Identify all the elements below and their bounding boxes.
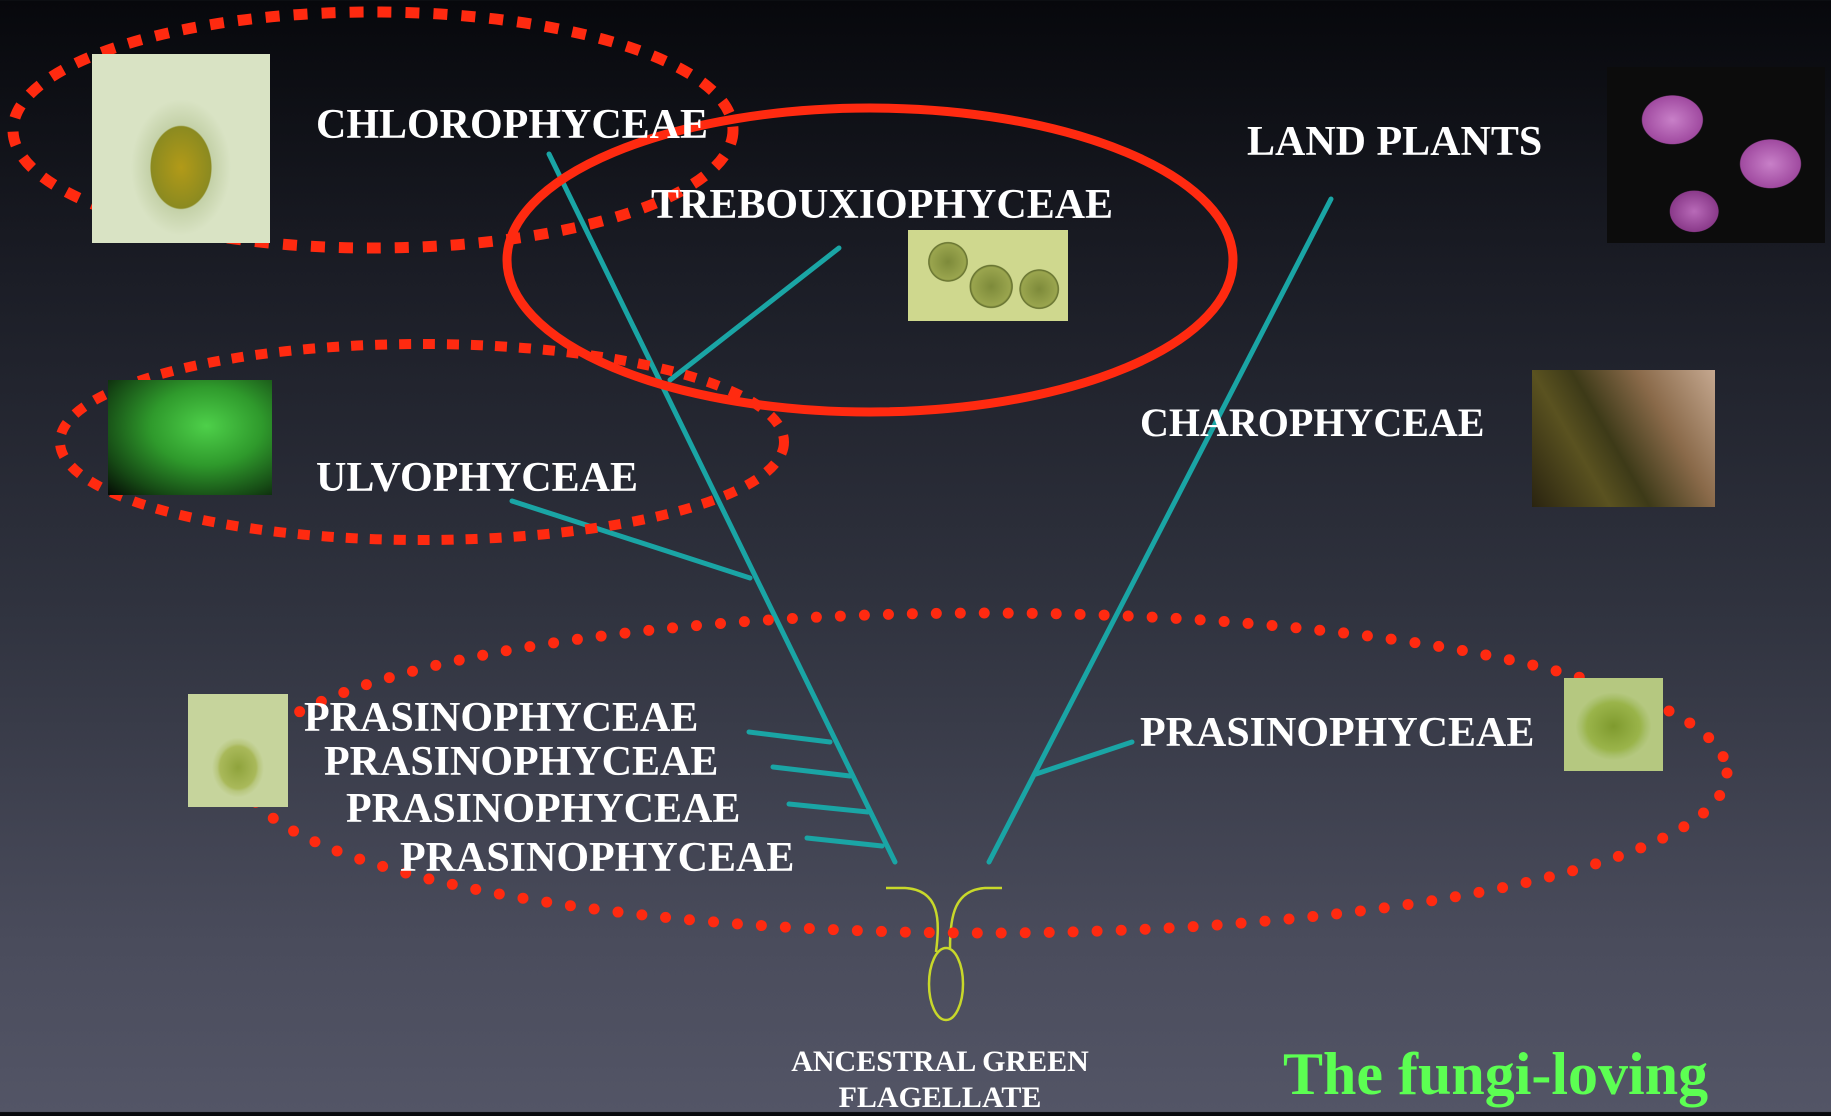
prasino-branch-3 xyxy=(786,801,871,815)
flagellum-right xyxy=(948,886,1002,949)
label-prasinophyceae-3: PRASINOPHYCEAE xyxy=(346,786,741,832)
slide-title: The fungi-loving xyxy=(1283,1041,1709,1107)
label-chlorophyceae: CHLOROPHYCEAE xyxy=(316,102,709,148)
main-right-branch xyxy=(986,196,1334,865)
flagellate-cell-body xyxy=(927,946,965,1022)
ulvophyceae-dotted-highlight xyxy=(55,339,789,545)
ulvophyceae-branch xyxy=(509,498,753,581)
charophyceae-photo xyxy=(1532,370,1715,507)
label-prasinophyceae-right: PRASINOPHYCEAE xyxy=(1140,710,1535,756)
prasino-branch-1 xyxy=(746,729,833,745)
prasino-branch-2 xyxy=(770,764,853,779)
label-land-plants: LAND PLANTS xyxy=(1247,119,1543,165)
prasinophyceae-left-photo xyxy=(188,694,288,807)
label-prasinophyceae-2: PRASINOPHYCEAE xyxy=(324,739,719,785)
label-prasinophyceae-4: PRASINOPHYCEAE xyxy=(400,835,795,881)
ancestor-line-1: ANCESTRAL GREEN xyxy=(791,1045,1089,1078)
ancestral-flagellate-drawing xyxy=(886,886,1002,1022)
main-left-branch xyxy=(546,151,898,865)
prasino-branch-4 xyxy=(804,835,885,849)
prasinophyceae-dotted-highlight xyxy=(237,607,1733,939)
trebouxiophyceae-branch xyxy=(667,245,842,383)
tree-branches xyxy=(509,151,1334,865)
flagellum-left xyxy=(886,886,939,953)
prasinophyceae-right-photo xyxy=(1564,678,1663,771)
label-trebouxiophyceae: TREBOUXIOPHYCEAE xyxy=(651,182,1114,228)
label-ancestral-flagellate: ANCESTRAL GREEN FLAGELLATE xyxy=(780,1044,1100,1116)
chlorophyceae-photo xyxy=(92,54,270,243)
ulvophyceae-photo xyxy=(108,380,272,495)
chlorophyceae-dotted-highlight xyxy=(7,6,739,254)
trebouxiophyceae-solid-highlight xyxy=(502,103,1238,417)
ancestor-line-2: FLAGELLATE xyxy=(838,1081,1042,1114)
label-prasinophyceae-1: PRASINOPHYCEAE xyxy=(304,695,699,741)
label-ulvophyceae: ULVOPHYCEAE xyxy=(316,455,638,501)
prasino-right-branch xyxy=(1033,739,1135,777)
land-plants-photo xyxy=(1607,67,1825,243)
label-charophyceae: CHAROPHYCEAE xyxy=(1140,400,1485,445)
trebouxiophyceae-photo xyxy=(908,230,1068,321)
